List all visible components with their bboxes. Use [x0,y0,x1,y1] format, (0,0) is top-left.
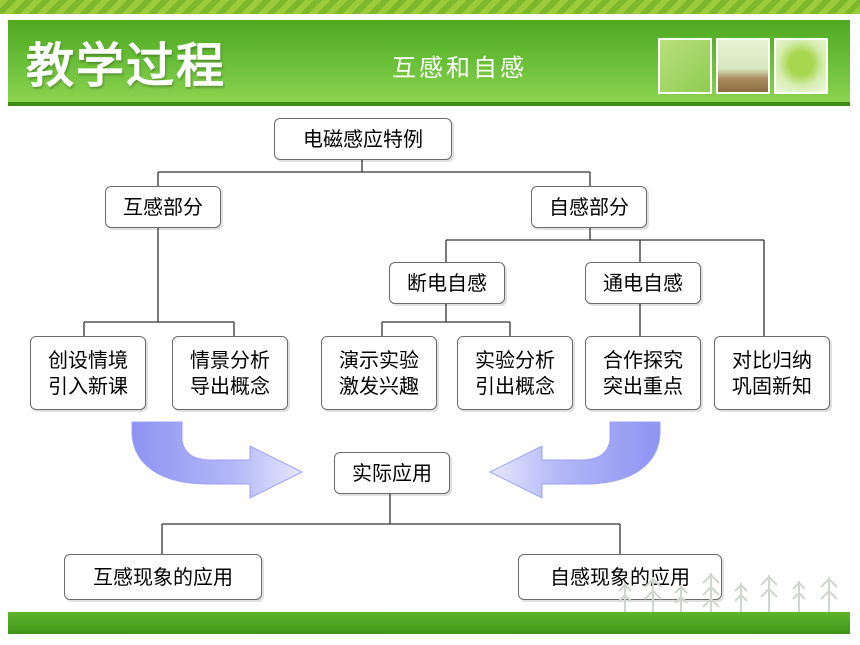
node-leaf-6: 对比归纳 巩固新知 [714,336,830,410]
node-on-self-induction: 通电自感 [585,262,701,304]
node-application: 实际应用 [334,452,450,494]
node-mutual-part: 互感部分 [105,186,221,228]
node-leaf-2: 情景分析 导出概念 [172,336,288,410]
node-self-part: 自感部分 [531,186,647,228]
top-stripe [0,0,860,14]
seedling-thumbnail [716,38,770,94]
slide-header: 教学过程 互感和自感 [8,20,850,106]
curved-arrow-right [488,421,661,499]
slide-subtitle: 互感和自感 [392,54,527,82]
node-self-application: 自感现象的应用 [518,554,722,600]
decorative-green-thumbnail [658,38,712,94]
sprout-decoration [618,573,838,615]
curved-arrow-left [131,421,304,499]
bottom-bar [8,612,850,634]
leaf-thumbnail [774,38,828,94]
node-leaf-4: 实验分析 引出概念 [457,336,573,410]
node-mutual-application: 互感现象的应用 [64,554,262,600]
node-off-self-induction: 断电自感 [389,262,505,304]
node-leaf-1: 创设情境 引入新课 [30,336,146,410]
slide-title: 教学过程 [26,38,227,94]
node-leaf-3: 演示实验 激发兴趣 [321,336,437,410]
node-leaf-5: 合作探究 突出重点 [585,336,701,410]
node-root: 电磁感应特例 [274,118,452,160]
